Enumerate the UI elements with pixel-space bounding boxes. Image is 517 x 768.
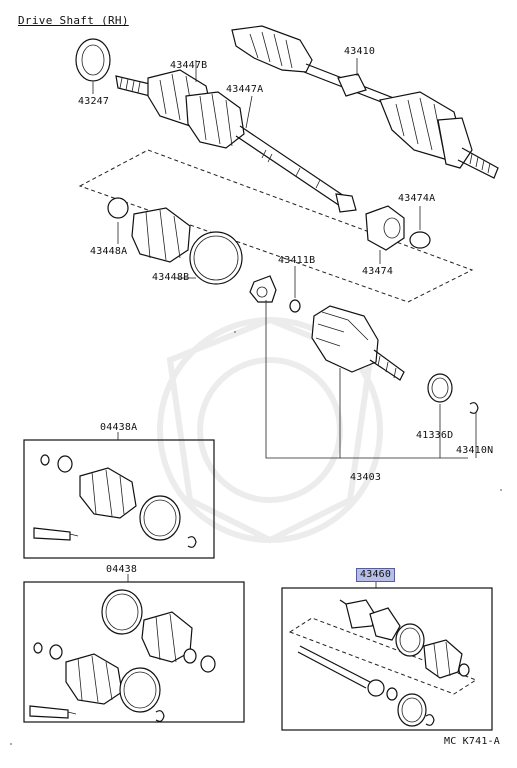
part-label-43474A[interactable]: 43474A xyxy=(398,193,436,204)
part-label-43410[interactable]: 43410 xyxy=(344,46,376,57)
boot-and-shaft-43447 xyxy=(115,69,357,213)
kit-contents-04438 xyxy=(29,589,216,722)
part-label-43474[interactable]: 43474 xyxy=(362,266,394,277)
kit-box-43460 xyxy=(281,587,493,731)
boot-43448A xyxy=(107,197,191,263)
kit-contents-04438A xyxy=(33,454,197,548)
kit-box-04438A xyxy=(23,439,215,559)
part-label-41336D[interactable]: 41336D xyxy=(416,430,454,441)
kit-contents-43460 xyxy=(288,599,478,727)
drive-shaft-assembly-43410 xyxy=(231,25,499,179)
boot-43474 xyxy=(365,205,405,264)
diagram-code: MC K741-A xyxy=(444,736,500,747)
diagram-title: Drive Shaft (RH) xyxy=(18,14,129,27)
part-label-43460-highlighted[interactable]: 43460 xyxy=(356,568,396,582)
part-label-43247[interactable]: 43247 xyxy=(78,96,110,107)
part-label-43410N[interactable]: 43410N xyxy=(456,445,494,456)
clamp-43448B xyxy=(189,231,243,285)
part-label-04438A[interactable]: 04438A xyxy=(100,422,138,433)
clamp-43474A xyxy=(409,231,431,249)
part-label-43403[interactable]: 43403 xyxy=(350,472,382,483)
part-label-43411B[interactable]: 43411B xyxy=(278,255,316,266)
clip-43410N xyxy=(469,402,479,414)
part-label-43448A[interactable]: 43448A xyxy=(90,246,128,257)
part-label-43447A[interactable]: 43447A xyxy=(226,84,264,95)
dust-deflector-43247 xyxy=(75,38,111,82)
part-label-04438[interactable]: 04438 xyxy=(106,564,138,575)
boot-kit-boundary xyxy=(78,149,474,303)
kit-box-04438 xyxy=(23,581,245,723)
clip-43411B xyxy=(249,266,301,313)
part-label-43448B[interactable]: 43448B xyxy=(152,272,190,283)
outboard-joint-43403 xyxy=(311,305,405,381)
part-label-43447B[interactable]: 43447B xyxy=(170,60,208,71)
